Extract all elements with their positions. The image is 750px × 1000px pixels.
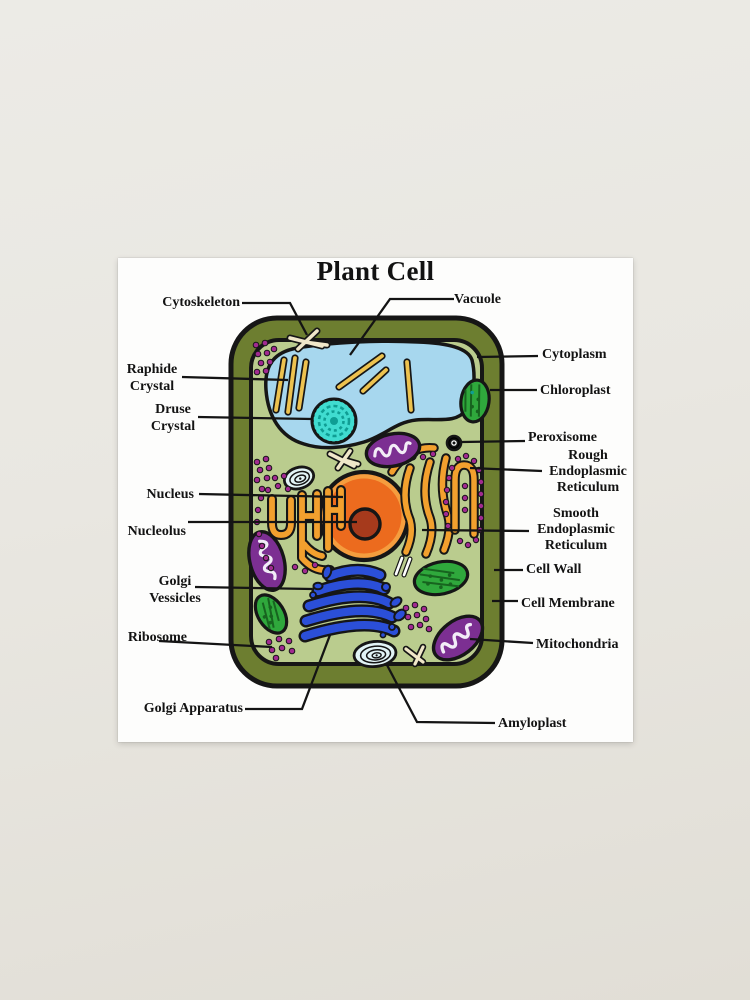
chloroplast-shape bbox=[253, 593, 289, 635]
cytoskeleton-fibers-icon bbox=[286, 327, 427, 668]
label-mitochondria: Mitochondria bbox=[536, 637, 619, 652]
label-nucleolus: Nucleolus bbox=[127, 524, 186, 539]
label-line-cytoplasm bbox=[476, 354, 539, 359]
druse-crystal-shape bbox=[310, 397, 358, 445]
nucleolus-shape bbox=[348, 507, 382, 541]
label-line-mitochondria bbox=[469, 637, 534, 645]
label-nucleus: Nucleus bbox=[146, 487, 194, 502]
label-line-cytoskeleton bbox=[242, 301, 309, 336]
label-line-ribosome bbox=[158, 639, 273, 649]
label-line-rough-er bbox=[469, 466, 543, 473]
label-line-vacuole bbox=[349, 297, 454, 356]
label-peroxisome: Peroxisome bbox=[528, 430, 597, 445]
label-cell-wall: Cell Wall bbox=[526, 562, 582, 577]
chloroplast-shape bbox=[459, 378, 491, 424]
label-line-golgi-apparatus bbox=[245, 634, 332, 711]
chloroplast-shape bbox=[412, 559, 470, 597]
label-smooth-er: Smooth Endoplasmic Reticulum bbox=[537, 506, 615, 553]
label-line-smooth-er bbox=[421, 528, 530, 533]
label-cytoplasm: Cytoplasm bbox=[542, 347, 607, 362]
golgi-apparatus-shape bbox=[298, 563, 401, 643]
label-line-nucleus bbox=[198, 492, 344, 499]
peroxisome-shape bbox=[445, 434, 463, 452]
golgi-vesicles-shape bbox=[309, 564, 407, 639]
label-golgi-apparatus: Golgi Apparatus bbox=[143, 701, 243, 716]
ribosome-dots bbox=[252, 339, 485, 662]
label-cell-membrane: Cell Membrane bbox=[521, 596, 615, 611]
mitochondrion bbox=[364, 431, 422, 469]
label-ribosome: Ribosome bbox=[127, 630, 187, 645]
label-line-golgi-vesicles bbox=[194, 585, 313, 591]
amyloplast-shape bbox=[352, 639, 398, 669]
raphide-crystal-shape bbox=[272, 352, 415, 416]
label-rough-er: Rough Endoplasmic Reticulum bbox=[549, 448, 627, 495]
label-vacuole: Vacuole bbox=[454, 292, 501, 307]
rough-endoplasmic-reticulum-shape bbox=[450, 460, 479, 539]
diagram-title: Plant Cell bbox=[316, 256, 435, 286]
white-slashes-icon bbox=[393, 555, 413, 578]
label-golgi-vesicles: Golgi Vessicles bbox=[149, 574, 201, 606]
label-lines bbox=[158, 297, 543, 725]
label-cytoskeleton: Cytoskeleton bbox=[162, 295, 240, 310]
amyloplast-shape bbox=[282, 465, 316, 491]
endoplasmic-reticulum-left-shape bbox=[267, 485, 346, 576]
mitochondrion bbox=[431, 614, 485, 662]
label-line-amyloplast bbox=[385, 664, 496, 725]
diagram-print: Plant Cell bbox=[118, 256, 633, 742]
label-amyloplast: Amyloplast bbox=[498, 716, 567, 731]
plant-cell-illustration bbox=[158, 297, 543, 725]
label-druse-crystal: Druse Crystal bbox=[150, 402, 196, 434]
label-line-druse bbox=[197, 415, 313, 421]
label-line-raphide bbox=[181, 375, 289, 382]
label-chloroplast: Chloroplast bbox=[540, 383, 611, 398]
label-raphide-crystal: Raphide Crystal bbox=[126, 362, 178, 394]
label-line-peroxisome bbox=[461, 439, 526, 444]
